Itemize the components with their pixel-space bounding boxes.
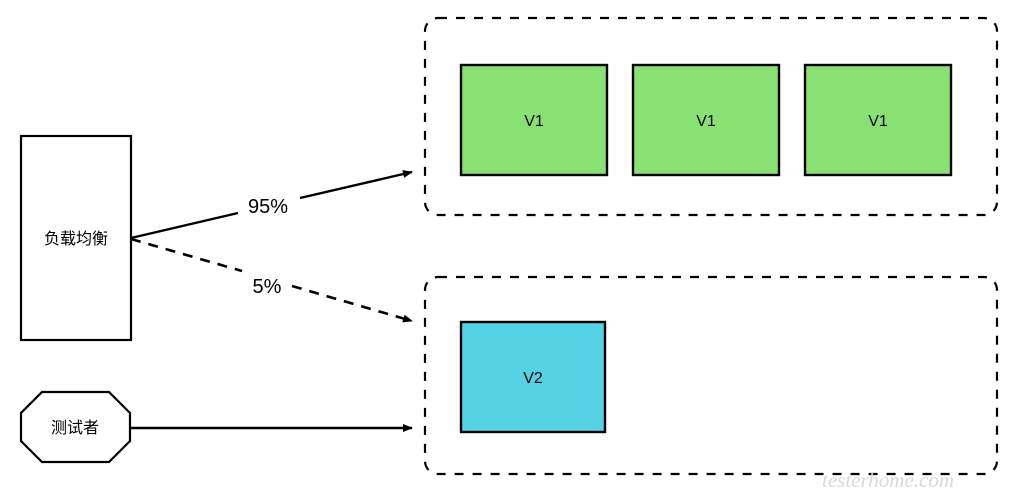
v1-instance-1-box (459, 63, 609, 177)
v2-instance-1-label: V2 (523, 370, 543, 387)
v1-instance-3[interactable]: V1 (803, 63, 953, 177)
tester-octagon (19, 390, 132, 464)
load-balancer-label: 负载均衡 (44, 230, 108, 248)
edge-lb-to-v1-label: 95% (248, 196, 288, 218)
v1-instance-1-label: V1 (524, 113, 544, 130)
v1-instance-2[interactable]: V1 (631, 63, 781, 177)
edge-lb-to-v2[interactable]: 5% (130, 237, 412, 321)
watermark: testerhome.com (822, 468, 954, 492)
v1-instance-1[interactable]: V1 (459, 63, 609, 177)
edge-lb-to-v1[interactable]: 95% (130, 172, 412, 240)
v1-instance-2-label: V1 (696, 113, 716, 130)
edge-lb-to-v2-label: 5% (253, 276, 282, 298)
v2-group[interactable]: V2 (423, 275, 999, 476)
tester-label: 测试者 (51, 419, 99, 437)
tester-node[interactable]: 测试者 (19, 390, 132, 464)
v2-instance-1-box (459, 320, 607, 434)
v1-instance-3-box (803, 63, 953, 177)
v2-instance-1[interactable]: V2 (459, 320, 607, 434)
load-balancer-node[interactable]: 负载均衡 (19, 134, 133, 342)
v1-instance-3-label: V1 (868, 113, 888, 130)
load-balancer-box (19, 134, 133, 342)
edge-lb-to-v1-line (130, 172, 412, 240)
edge-lb-to-v2-line (130, 237, 412, 321)
v1-instance-2-box (631, 63, 781, 177)
v1-group[interactable]: V1 V1 V1 (423, 16, 999, 217)
